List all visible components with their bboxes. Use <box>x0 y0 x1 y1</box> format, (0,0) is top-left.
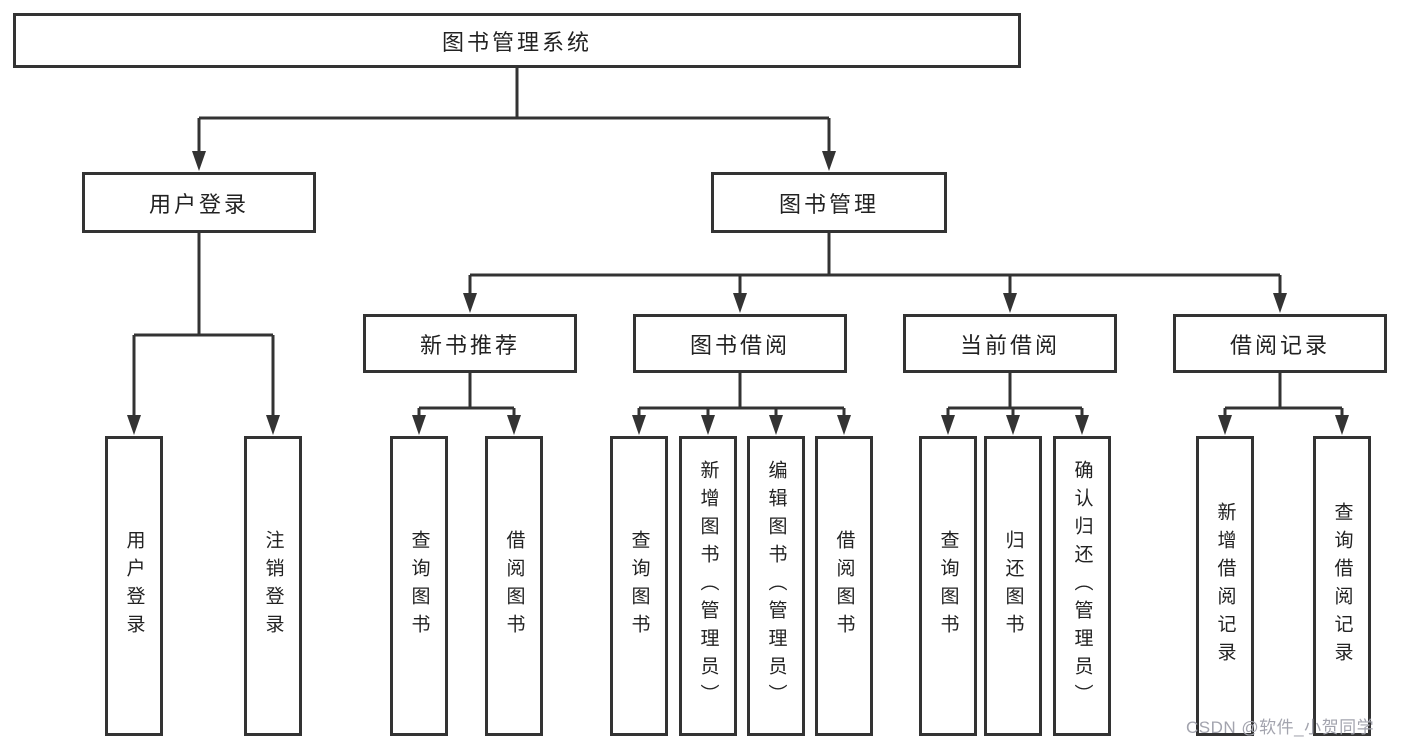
leaf-logout: 注销登录 <box>244 436 302 736</box>
node-borrow-records: 借阅记录 <box>1173 314 1387 373</box>
node-book-borrow-label: 图书借阅 <box>689 332 790 358</box>
leaf-cb-return-books: 归还图书 <box>984 436 1042 736</box>
leaf-cb-query-books: 查询图书 <box>919 436 977 736</box>
leaf-rec-borrow-books: 借阅图书 <box>485 436 543 736</box>
leaf-bb-borrow-books-label: 借阅图书 <box>833 530 855 642</box>
leaf-bb-query-books: 查询图书 <box>610 436 668 736</box>
node-current-borrow: 当前借阅 <box>903 314 1117 373</box>
node-root: 图书管理系统 <box>13 13 1021 68</box>
leaf-cb-return-books-label: 归还图书 <box>1002 530 1024 642</box>
node-book-mgmt-label: 图书管理 <box>778 191 879 217</box>
leaf-bb-add-books-admin-label: 新增图书（管理员） <box>697 460 719 712</box>
leaf-rec-query-books-label: 查询图书 <box>408 530 430 642</box>
node-borrow-records-label: 借阅记录 <box>1229 332 1330 358</box>
leaf-br-add-record: 新增借阅记录 <box>1196 436 1254 736</box>
leaf-rec-borrow-books-label: 借阅图书 <box>503 530 525 642</box>
leaf-br-query-record-label: 查询借阅记录 <box>1331 502 1353 670</box>
leaf-br-query-record: 查询借阅记录 <box>1313 436 1371 736</box>
leaf-bb-query-books-label: 查询图书 <box>628 530 650 642</box>
node-user-login: 用户登录 <box>82 172 316 233</box>
node-current-borrow-label: 当前借阅 <box>959 332 1060 358</box>
leaf-logout-label: 注销登录 <box>262 530 284 642</box>
leaf-bb-edit-books-admin: 编辑图书（管理员） <box>747 436 805 736</box>
leaf-user-login: 用户登录 <box>105 436 163 736</box>
node-new-book-rec: 新书推荐 <box>363 314 577 373</box>
node-new-book-rec-label: 新书推荐 <box>419 332 520 358</box>
leaf-bb-add-books-admin: 新增图书（管理员） <box>679 436 737 736</box>
leaf-cb-query-books-label: 查询图书 <box>937 530 959 642</box>
leaf-br-add-record-label: 新增借阅记录 <box>1214 502 1236 670</box>
leaf-cb-confirm-return-admin-label: 确认归还（管理员） <box>1071 460 1093 712</box>
node-user-login-label: 用户登录 <box>148 191 249 217</box>
leaf-cb-confirm-return-admin: 确认归还（管理员） <box>1053 436 1111 736</box>
leaf-bb-borrow-books: 借阅图书 <box>815 436 873 736</box>
csdn-watermark: CSDN @软件_小贺同学 <box>1186 718 1375 737</box>
node-book-mgmt: 图书管理 <box>711 172 947 233</box>
leaf-rec-query-books: 查询图书 <box>390 436 448 736</box>
arrowheads <box>127 151 1349 435</box>
node-root-label: 图书管理系统 <box>441 29 592 55</box>
leaf-bb-edit-books-admin-label: 编辑图书（管理员） <box>765 460 787 712</box>
leaf-user-login-label: 用户登录 <box>123 530 145 642</box>
node-book-borrow: 图书借阅 <box>633 314 847 373</box>
